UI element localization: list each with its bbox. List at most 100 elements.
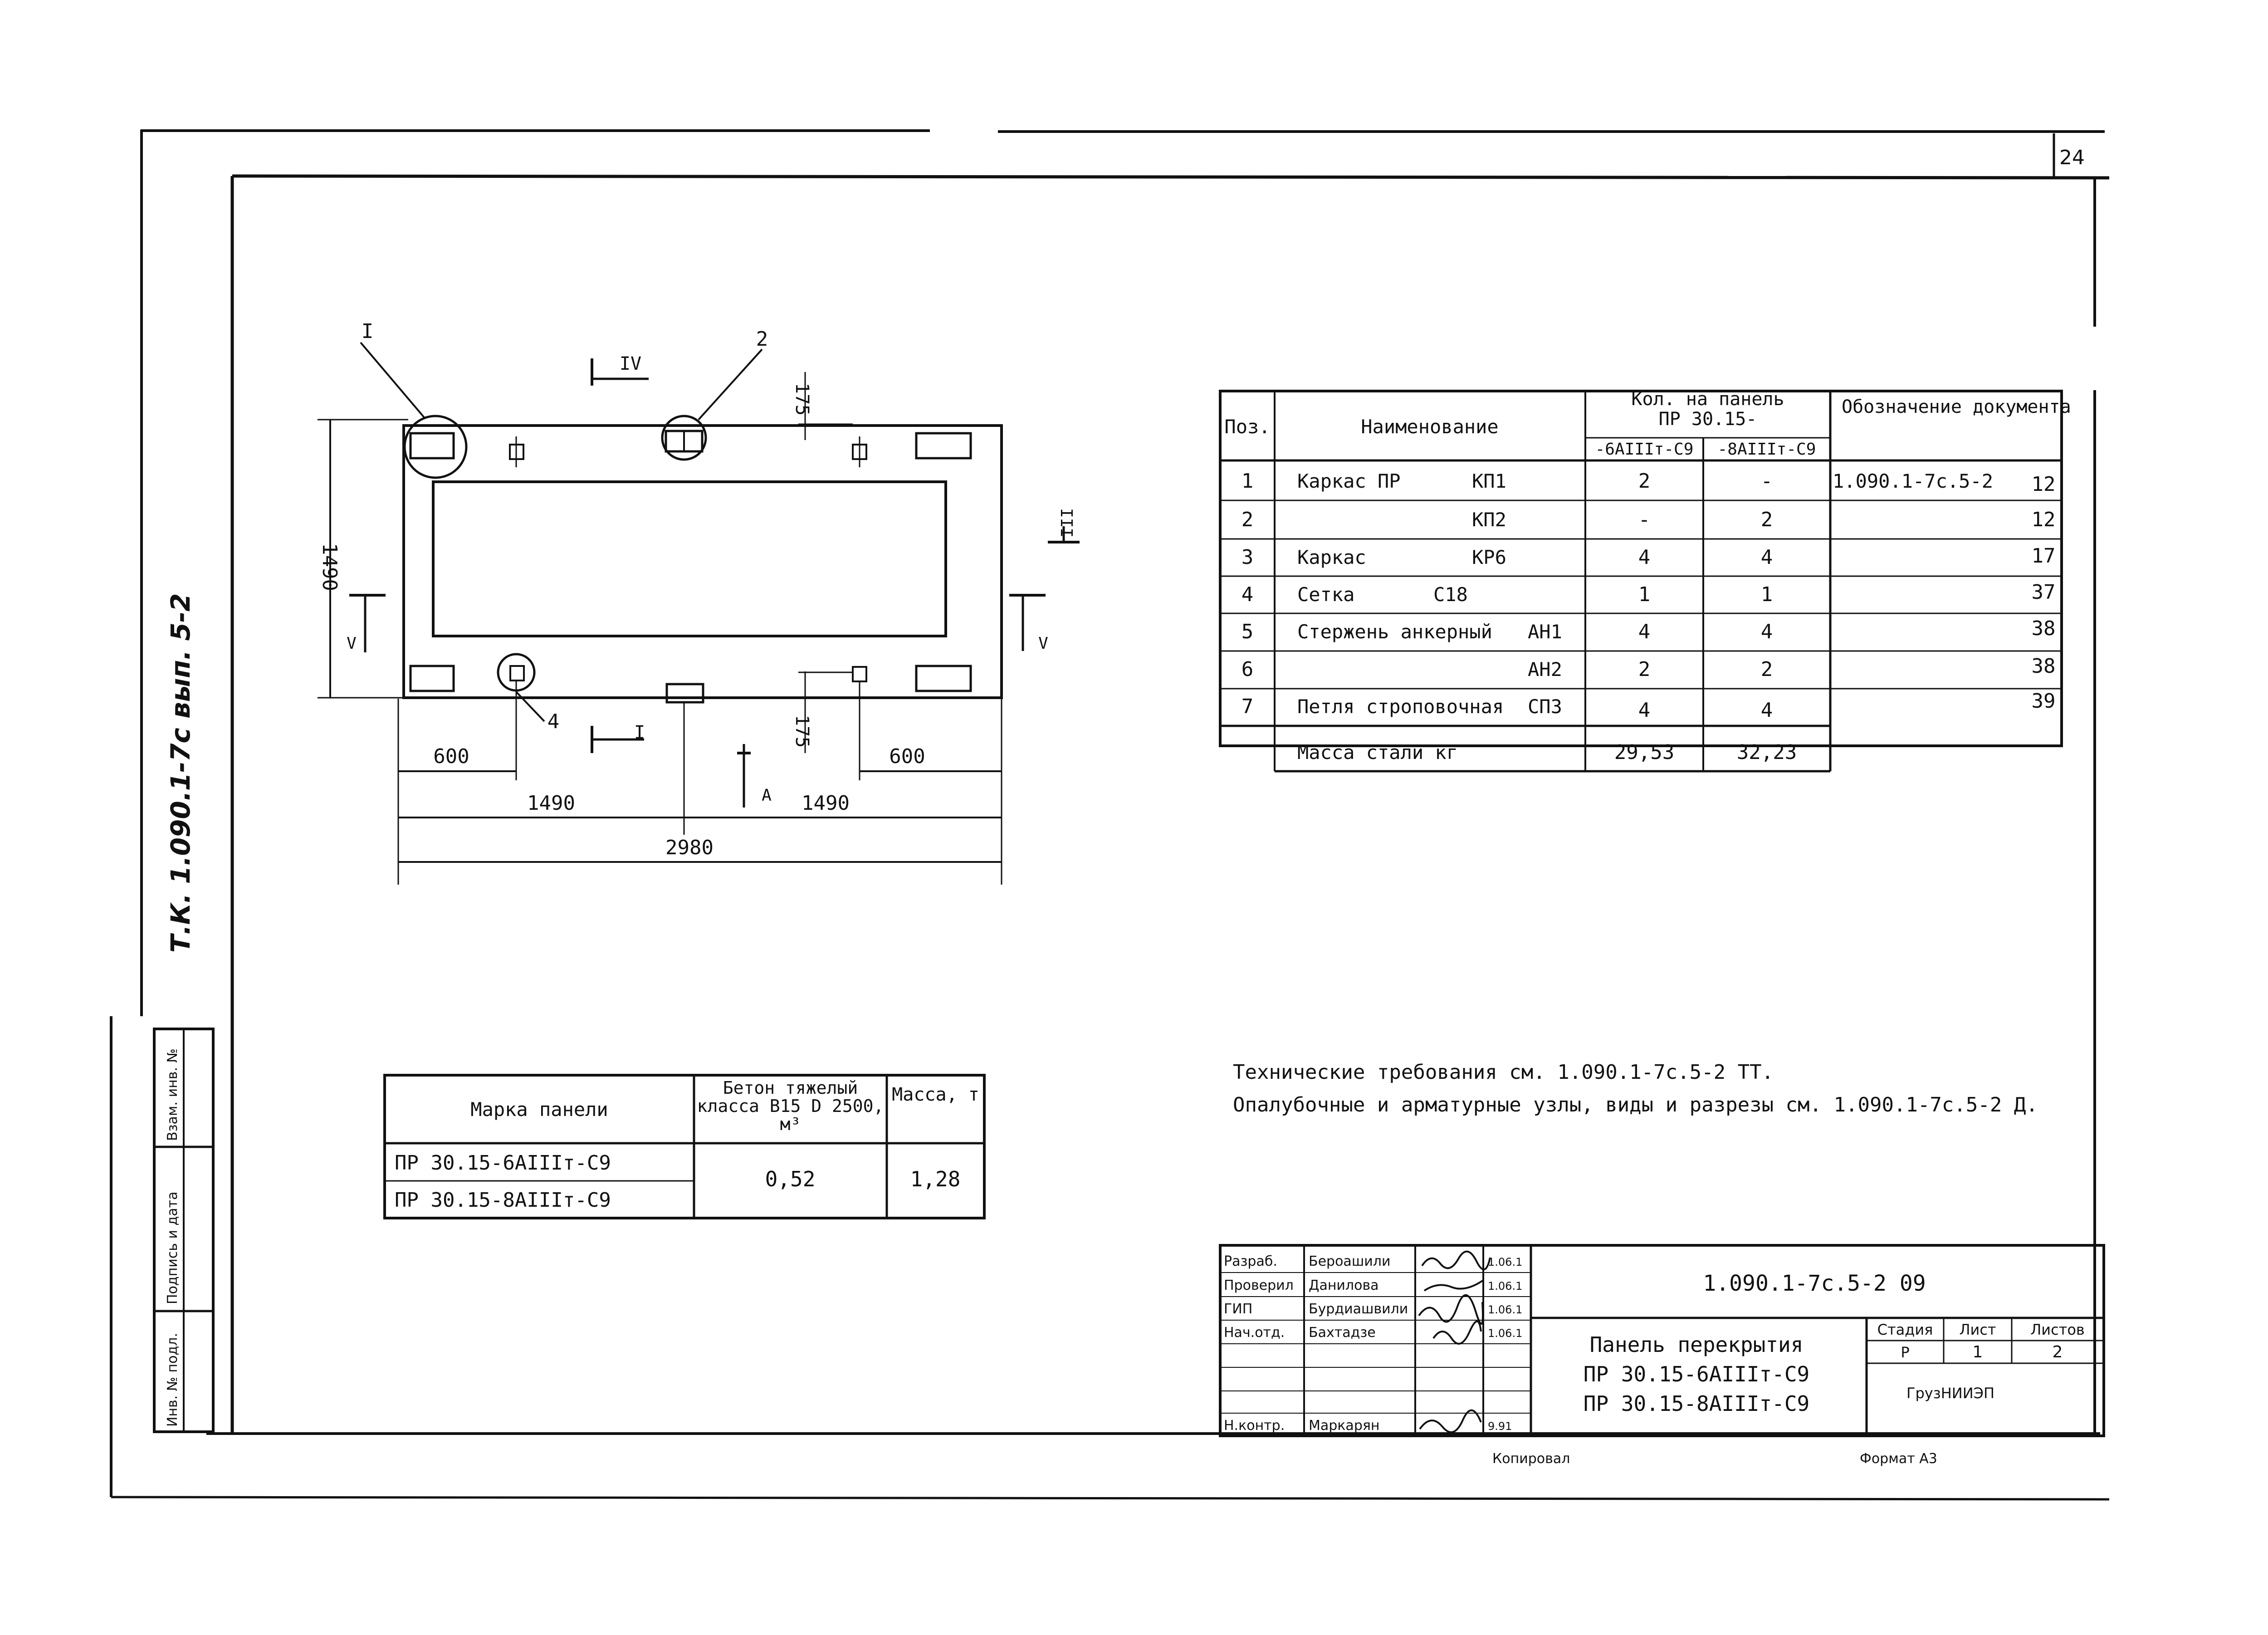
spec-row-q6: 4 [1638,699,1651,722]
panel-header-mark: Марка панели [470,1098,608,1121]
section-v-left: V [347,634,357,653]
spec-row-q8: 4 [1761,546,1773,569]
panel-header-mass: Масса, т [892,1084,979,1105]
panel-table-grid [383,1074,986,1219]
spec-row-mark: С18 [1433,583,1468,606]
table-row: 5 Стержень анкерный АН1 4 4 38 [1242,617,2056,643]
panel-plan [360,342,1003,722]
table-row-mass: Масса стали кг 29,53 32,23 [1297,741,1797,764]
tb-date-1: 1.06.1 [1488,1256,1522,1268]
tb-org: ГрузНИИЭП [1906,1385,1994,1402]
spec-header-pos: Поз. [1224,416,1270,438]
tb-title-line-1: Панель перекрытия [1590,1332,1804,1357]
tb-name-4: Бахтадзе [1309,1325,1376,1341]
dimension-lines [318,372,1002,885]
table-row: 4 Сетка С18 1 1 37 [1242,581,2056,606]
spec-row-sheet: 37 [2032,581,2056,604]
spec-header-doc: Обозначение документа [1842,397,2071,417]
sheet-frame [110,129,2110,1501]
callout-2: 2 [756,328,768,351]
spec-mass-label: Масса стали кг [1297,741,1458,764]
tb-sheet-label: Лист [1959,1321,1996,1338]
tb-date-4: 1.06.1 [1488,1327,1522,1340]
spec-row-name: Каркас [1297,546,1366,568]
callout-4: 4 [547,710,560,733]
panel-header-concrete-box: Бетон тяжелый класса В15 D 2500, м³ [697,1079,884,1134]
spec-row-sheet: 17 [2032,544,2056,568]
spec-row-sheet: 38 [2032,655,2056,678]
tb-sheets: 2 [2053,1343,2063,1361]
spec-row-sheet: 39 [2032,690,2056,713]
spec-row-mark: СП3 [1528,695,1562,718]
dim-half-left: 1490 [527,792,575,815]
tb-name-7: Маркарян [1309,1418,1380,1434]
spec-mass-q8: 32,23 [1737,741,1797,764]
tb-role-1: Разраб. [1224,1253,1277,1269]
tb-title-line-2: ПР 30.15-6AIIIт-С9 [1584,1362,1810,1386]
table-row: 2 КП2 - 2 12 [1242,508,2056,531]
tb-name-1: Бероашили [1309,1253,1390,1269]
spec-row-q6: 1 [1638,583,1651,606]
signature-marks [1418,1250,1491,1433]
tb-stage-label: Стадия [1877,1321,1933,1338]
spec-row-mark: АН2 [1528,658,1562,680]
tb-doc-code: 1.090.1-7с.5-2 09 [1703,1271,1926,1296]
spec-header-name: Наименование [1361,416,1498,438]
spec-row-q6: - [1638,508,1651,531]
spec-row-q6: 2 [1638,470,1651,493]
side-col-signature-label: Подпись и дата [165,1192,181,1305]
panel-header-concrete: Бетон тяжелый класса В15 D 2500, м³ [697,1079,884,1134]
title-block-grid [1219,1244,2105,1437]
spec-row-q8: 2 [1761,508,1773,531]
spec-row-mark: КР6 [1472,546,1506,568]
spec-table-grid [1219,390,2063,773]
table-row: 3 Каркас КР6 4 4 17 [1242,544,2056,569]
tb-title-line-3: ПР 30.15-8AIIIт-С9 [1584,1391,1810,1416]
table-row: 7 Петля строповочная СП3 4 4 39 [1242,690,2056,722]
spec-row-name: Каркас ПР [1297,470,1401,492]
spec-row-q6: 4 [1638,620,1651,643]
dim-bottom-175: 175 [792,715,812,748]
tb-stage: Р [1901,1344,1909,1361]
panel-row-1: ПР 30.15-6AIIIт-С9 [395,1151,611,1175]
spec-table-rows: 1 Каркас ПР КП1 2 - 1.090.1-7с.5-2 12 2 … [1242,470,2056,764]
spec-row-name: Стержень анкерный [1297,621,1492,643]
panel-concrete-value: 0,52 [765,1167,816,1191]
spec-row-pos: 4 [1242,583,1254,606]
callout-1: I [362,320,374,343]
tb-name-2: Данилова [1309,1278,1379,1293]
spec-mass-q6: 29,53 [1614,741,1674,764]
side-columns [153,1028,215,1433]
spec-row-pos: 3 [1242,546,1254,569]
note-2: Опалубочные и арматурные узлы, виды и ра… [1233,1093,2038,1116]
side-col-inventory-label: Инв. № подл. [165,1333,181,1427]
section-v-right: V [1038,634,1048,653]
spec-row-q8: 1 [1761,583,1773,606]
section-iv: IV [620,353,641,374]
side-col-replace-label: Взам. инв. № [165,1048,181,1141]
tb-role-4: Нач.отд. [1224,1325,1285,1341]
spec-row-pos: 2 [1242,508,1254,531]
tb-date-3: 1.06.1 [1488,1303,1522,1316]
spec-row-name: Петля строповочная [1297,695,1504,718]
tb-role-3: ГИП [1224,1301,1252,1317]
format-label: Формат А3 [1860,1451,1937,1467]
spec-row-doc: 1.090.1-7с.5-2 [1833,470,1993,492]
tb-date-7: 9.91 [1488,1420,1512,1433]
page-number: 24 [2059,146,2085,169]
spec-row-q8: 2 [1761,658,1773,681]
dim-total: 2980 [665,836,714,859]
spec-row-q8: - [1761,470,1773,493]
dim-top-175: 175 [792,383,812,416]
spec-header-col6: -6AIIIт-С9 [1595,440,1694,459]
panel-row-2: ПР 30.15-8AIIIт-С9 [395,1189,611,1212]
section-iii: III [1058,508,1077,538]
dim-right-600: 600 [889,745,925,768]
spec-row-sheet: 12 [2032,473,2056,496]
spec-row-mark: КП2 [1472,509,1506,531]
spec-row-name: Сетка [1297,583,1354,606]
tb-role-2: Проверил [1224,1278,1294,1293]
tb-sheets-label: Листов [2030,1321,2085,1338]
dim-half-right: 1490 [802,792,850,815]
